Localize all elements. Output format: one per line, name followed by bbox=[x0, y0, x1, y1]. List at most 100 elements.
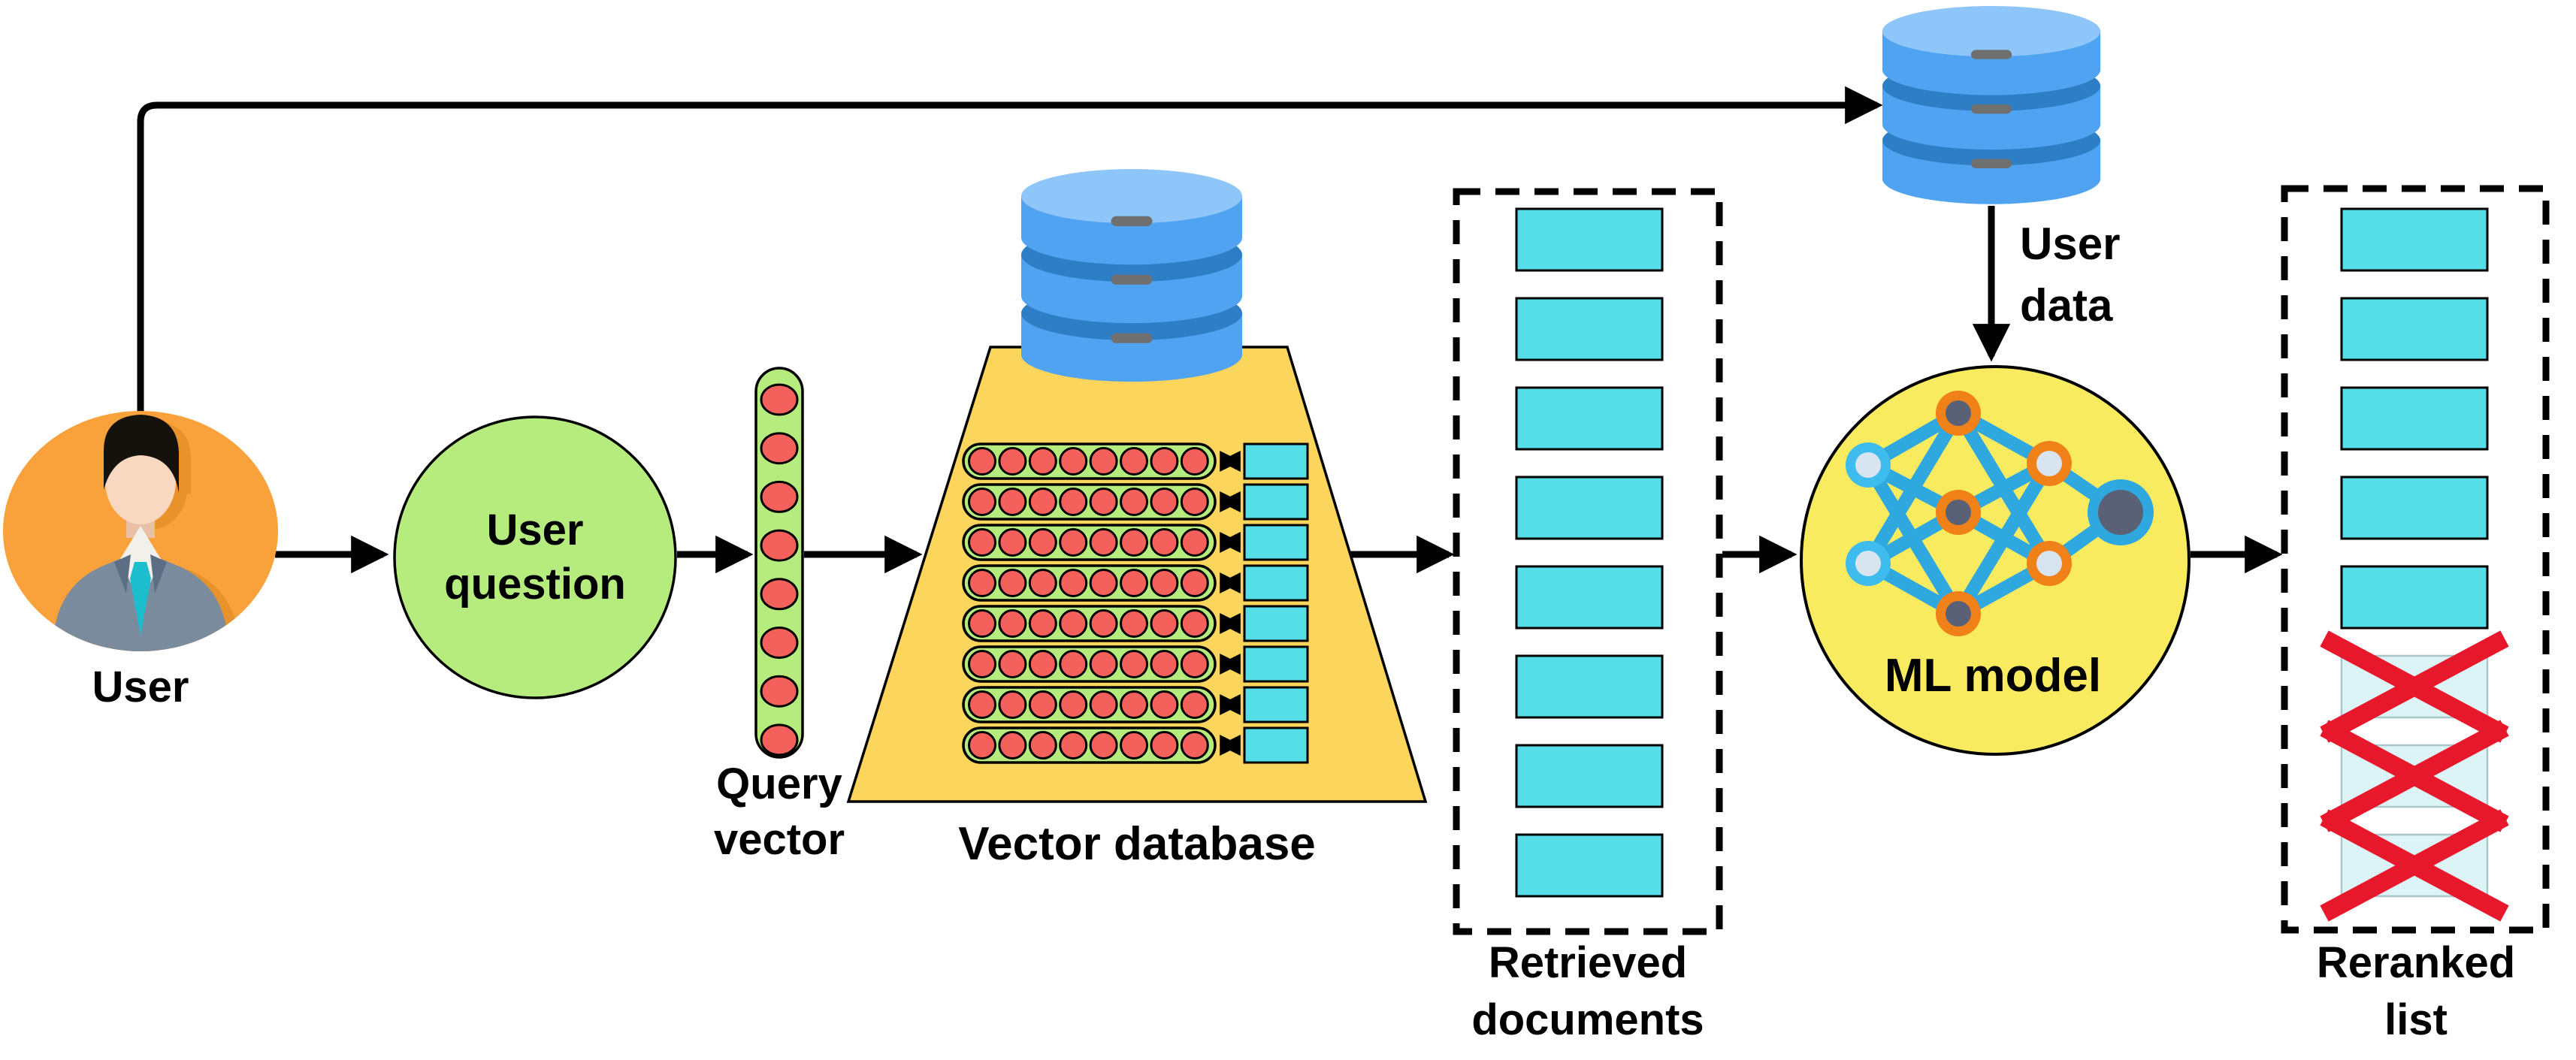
reranked-document-kept bbox=[2340, 297, 2489, 361]
user-label: User bbox=[92, 663, 189, 711]
db-document-chip bbox=[1243, 524, 1309, 561]
user-data-label: User data bbox=[2020, 219, 2121, 331]
vector-dot bbox=[998, 488, 1027, 516]
vector-dot bbox=[1028, 650, 1057, 678]
db-document-chip bbox=[1243, 726, 1309, 764]
db-vector-pill bbox=[962, 483, 1217, 521]
vector-dot bbox=[1120, 488, 1148, 516]
vector-dot bbox=[1059, 690, 1088, 719]
vector-dot bbox=[1150, 528, 1179, 557]
vector-dot bbox=[1089, 447, 1118, 476]
reranked-document-kept bbox=[2340, 476, 2489, 540]
vector-database-label: Vector database bbox=[958, 818, 1316, 870]
vector-dot bbox=[1180, 569, 1209, 597]
retrieved-document bbox=[1515, 476, 1664, 540]
retrieved-document bbox=[1515, 654, 1664, 719]
db-vector-pill bbox=[962, 564, 1217, 602]
db-document-chip bbox=[1243, 483, 1309, 521]
vector-dot bbox=[1120, 569, 1148, 597]
query-vector-dots bbox=[760, 383, 799, 756]
vector-dot bbox=[1028, 609, 1057, 638]
person-icon bbox=[53, 415, 240, 651]
connector-user-to-user-data-store bbox=[137, 86, 1883, 415]
retrieved-document bbox=[1515, 833, 1664, 898]
db-vector-pill bbox=[962, 524, 1217, 561]
vector-dot bbox=[998, 569, 1027, 597]
vector-dot bbox=[1089, 488, 1118, 516]
db-document-chip bbox=[1243, 442, 1309, 480]
vector-dot bbox=[1059, 569, 1088, 597]
reranked-document-kept bbox=[2340, 386, 2489, 451]
query-vector-label: Query vector bbox=[713, 760, 845, 864]
vector-dot bbox=[1089, 569, 1118, 597]
db-vector-pill bbox=[962, 726, 1217, 764]
vector-dot bbox=[1089, 690, 1118, 719]
db-document-chip bbox=[1243, 686, 1309, 723]
vector-dot bbox=[1150, 690, 1179, 719]
reranked-list-box bbox=[2281, 185, 2550, 934]
vector-dot bbox=[1120, 650, 1148, 678]
vector-dot bbox=[1120, 731, 1148, 760]
query-vector-dot bbox=[760, 675, 799, 708]
vector-dot bbox=[968, 488, 996, 516]
user-question-label: User question bbox=[444, 506, 626, 609]
vector-dot bbox=[998, 650, 1027, 678]
retrieved-document bbox=[1515, 386, 1664, 451]
vector-dot bbox=[998, 609, 1027, 638]
vector-dot bbox=[1059, 609, 1088, 638]
vector-dot bbox=[1120, 447, 1148, 476]
reranked-list-label: Reranked list bbox=[2316, 938, 2516, 1044]
vector-dot bbox=[1180, 609, 1209, 638]
vector-dot bbox=[1180, 488, 1209, 516]
ml-model-label: ML model bbox=[1884, 650, 2102, 702]
vector-dot bbox=[968, 690, 996, 719]
retrieved-documents-label: Retrieved documents bbox=[1471, 938, 1704, 1044]
vector-dot bbox=[1180, 528, 1209, 557]
cross-out-mark bbox=[2320, 630, 2509, 743]
retrieved-documents-list bbox=[1515, 207, 1664, 898]
db-vector-pill bbox=[962, 605, 1217, 642]
vector-dot bbox=[1059, 528, 1088, 557]
query-vector-dot bbox=[760, 578, 799, 611]
vector-dot bbox=[968, 569, 996, 597]
db-vector-pill bbox=[962, 686, 1217, 723]
vector-dot bbox=[968, 650, 996, 678]
vector-dot bbox=[1028, 447, 1057, 476]
vector-dot bbox=[1028, 488, 1057, 516]
vector-dot bbox=[1089, 650, 1118, 678]
vector-dot bbox=[1089, 731, 1118, 760]
retrieved-document bbox=[1515, 565, 1664, 630]
retrieved-document bbox=[1515, 207, 1664, 272]
vector-dot bbox=[1089, 609, 1118, 638]
database-cylinder-icon bbox=[1021, 169, 1242, 382]
vector-database-rows bbox=[962, 442, 1309, 764]
vector-dot bbox=[968, 528, 996, 557]
vector-dot bbox=[1059, 731, 1088, 760]
retrieved-document bbox=[1515, 297, 1664, 361]
query-vector-dot bbox=[760, 383, 799, 416]
vector-dot bbox=[1180, 731, 1209, 760]
db-document-chip bbox=[1243, 605, 1309, 642]
vector-dot bbox=[1120, 528, 1148, 557]
retrieved-document bbox=[1515, 744, 1664, 808]
retrieved-documents-box bbox=[1453, 188, 1723, 935]
vector-dot bbox=[1120, 609, 1148, 638]
query-vector-dot bbox=[760, 723, 799, 756]
user-data-store-icon bbox=[1882, 6, 2101, 204]
query-vector-dot bbox=[760, 432, 799, 465]
query-vector-dot bbox=[760, 529, 799, 562]
vector-dot bbox=[1180, 690, 1209, 719]
vector-dot bbox=[968, 731, 996, 760]
vector-dot bbox=[1150, 609, 1179, 638]
vector-dot bbox=[1150, 569, 1179, 597]
reranked-list-items bbox=[2320, 207, 2509, 922]
vector-dot bbox=[968, 447, 996, 476]
query-vector-dot bbox=[760, 480, 799, 513]
db-document-chip bbox=[1243, 564, 1309, 602]
query-vector-dot bbox=[760, 627, 799, 659]
vector-dot bbox=[1150, 731, 1179, 760]
vector-dot bbox=[968, 609, 996, 638]
cross-out-mark bbox=[2320, 720, 2509, 832]
